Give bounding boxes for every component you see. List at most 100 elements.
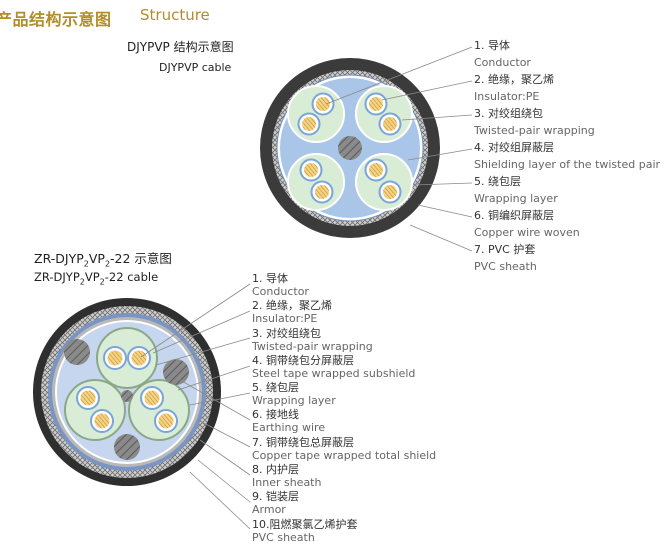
legend-item: 2. 绝缘，聚乙烯 Insulator:PE bbox=[474, 71, 660, 105]
legend-cn: 7. 铜带绕包总屏蔽层 bbox=[252, 435, 354, 449]
cable2-leader-lines bbox=[140, 283, 251, 530]
cable2-subtitle-part: -22 cable bbox=[104, 270, 159, 284]
legend-cn: 5. 绕包层 bbox=[252, 381, 299, 395]
legend-cn: 10.阻燃聚氯乙烯护套 bbox=[252, 517, 358, 531]
legend-en: Insulator:PE bbox=[474, 90, 540, 103]
legend-item: 4. 对绞组屏蔽层 Shielding layer of the twisted … bbox=[474, 139, 660, 173]
cable2-subtitle-part: ZR-DJYP bbox=[34, 270, 80, 284]
legend-cn: 2. 绝缘，聚乙烯 bbox=[474, 73, 554, 86]
pair-bundle bbox=[128, 379, 190, 441]
cable2-title-part: VP bbox=[88, 251, 105, 266]
cable2-subtitle-part: VP bbox=[84, 270, 100, 284]
legend-cn: 3. 对绞组绕包 bbox=[474, 107, 543, 120]
leader-line bbox=[401, 114, 473, 121]
legend-item: 3. 对绞组绕包 Twisted-pair wrapping bbox=[474, 105, 660, 139]
pair-bundle bbox=[64, 379, 126, 441]
leader-line bbox=[325, 46, 473, 105]
pair-bundle bbox=[355, 85, 413, 143]
legend-cn: 5. 绕包层 bbox=[474, 175, 521, 188]
cable2-title-part: -22 示意图 bbox=[110, 251, 172, 266]
legend-en: Wrapping layer bbox=[474, 192, 558, 205]
legend-cn: 6. 接地线 bbox=[252, 408, 299, 422]
legend-cn: 7. PVC 护套 bbox=[474, 243, 536, 256]
legend-cn: 9. 铠装层 bbox=[252, 490, 299, 504]
leader-line bbox=[407, 148, 473, 161]
legend-cn: 4. 铜带绕包分屏蔽层 bbox=[252, 353, 354, 367]
legend-cn: 4. 对绞组屏蔽层 bbox=[474, 141, 554, 154]
cable1-subtitle: DJYPVP cable bbox=[159, 61, 232, 74]
legend-en: PVC sheath bbox=[474, 260, 537, 273]
legend-en: Twisted-pair wrapping bbox=[474, 124, 595, 137]
cable2-subtitle-sub: 2 bbox=[79, 277, 85, 287]
pair-bundle bbox=[287, 153, 345, 211]
leader-line bbox=[413, 182, 473, 186]
legend-en: Armor bbox=[252, 503, 286, 517]
cable1-leader-lines bbox=[325, 46, 473, 252]
cable1-title: DJYPVP 结构示意图 bbox=[127, 40, 234, 54]
cable2-title-part: ZR-DJYP bbox=[34, 251, 84, 266]
cable2-title: ZR-DJYP2VP2-22 示意图 bbox=[34, 248, 172, 269]
leader-line bbox=[155, 337, 251, 366]
legend-en: Insulator:PE bbox=[252, 312, 318, 326]
section-header: 产品结构示意图 Structure bbox=[0, 2, 664, 29]
legend-cn: 2. 绝缘，聚乙烯 bbox=[252, 299, 332, 313]
legend-item: 6. 铜编织屏蔽层 Copper wire woven bbox=[474, 207, 660, 241]
legend-en: Twisted-pair wrapping bbox=[252, 339, 373, 353]
legend-cn: 3. 对绞组绕包 bbox=[252, 326, 321, 340]
cable1-cross-section bbox=[260, 58, 440, 238]
legend-en: Shielding layer of the twisted pair bbox=[474, 158, 661, 171]
leader-line bbox=[189, 392, 251, 406]
legend-item: 7. PVC 护套 PVC sheath bbox=[474, 241, 660, 275]
earthing-wire bbox=[114, 434, 140, 460]
cable2-cross-section bbox=[33, 298, 221, 486]
legend-en: Steel tape wrapped subshield bbox=[252, 366, 416, 380]
header-title-cn: 产品结构示意图 bbox=[0, 10, 112, 29]
legend-en: Copper tape wrapped total shield bbox=[252, 448, 437, 462]
leader-line bbox=[152, 310, 251, 354]
leader-line bbox=[179, 379, 251, 421]
legend-item: 1. 导体 Conductor bbox=[474, 37, 660, 71]
legend-cn: 1. 导体 bbox=[474, 39, 510, 52]
cable2-title-sub: 2 bbox=[83, 259, 89, 269]
leader-line bbox=[140, 283, 251, 358]
leader-line bbox=[197, 459, 251, 503]
legend-cn: 8. 内护层 bbox=[252, 463, 299, 477]
earthing-wire bbox=[64, 339, 90, 365]
earthing-wire bbox=[163, 359, 189, 385]
legend-en: Conductor bbox=[474, 56, 531, 69]
legend-en: Conductor bbox=[252, 285, 309, 298]
pair-bundle bbox=[287, 85, 345, 143]
leader-line bbox=[199, 439, 251, 476]
center-filler bbox=[121, 390, 133, 402]
leader-line bbox=[197, 419, 251, 448]
pair-bundle bbox=[96, 327, 158, 389]
cable2-title-sub: 2 bbox=[104, 259, 111, 269]
legend-item: 5. 绕包层 Wrapping layer bbox=[474, 173, 660, 207]
cable2-subtitle-sub: 2 bbox=[99, 277, 105, 287]
leader-line bbox=[189, 471, 251, 530]
legend-en: Copper wire woven bbox=[474, 226, 580, 239]
legend-en: Earthing wire bbox=[252, 421, 326, 435]
leader-line bbox=[409, 224, 473, 252]
header-title-en: Structure bbox=[140, 6, 210, 24]
legend-cn: 1. 导体 bbox=[252, 272, 288, 285]
pair-bundle bbox=[355, 153, 413, 211]
leader-line bbox=[381, 80, 473, 101]
center-filler bbox=[338, 136, 362, 160]
legend-en: Wrapping layer bbox=[252, 394, 336, 408]
cable2-subtitle: ZR-DJYP2VP2-22 cable bbox=[34, 270, 158, 286]
legend-cn: 6. 铜编织屏蔽层 bbox=[474, 209, 554, 222]
cable1-legend: 1. 导体 Conductor 2. 绝缘，聚乙烯 Insulator:PE 3. … bbox=[474, 37, 660, 275]
leader-line bbox=[417, 204, 473, 218]
legend-en: Inner sheath bbox=[252, 476, 322, 490]
